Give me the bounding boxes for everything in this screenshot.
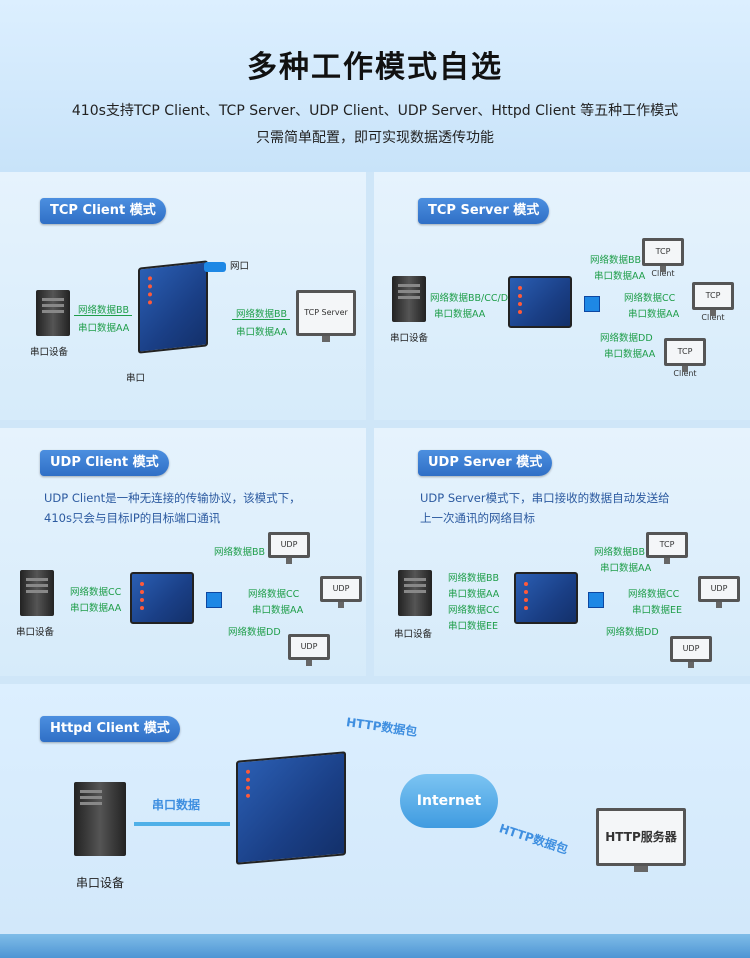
serial-device-label: 串口设备 [16, 627, 55, 638]
serial-device-icon [392, 276, 426, 322]
tcp-client-2-label: TCP Client [701, 291, 725, 322]
udp-client-desc-1: UDP Client是一种无连接的传输协议，该模式下， [44, 491, 301, 505]
tcp-server-monitor: TCP Server [296, 290, 356, 342]
b3-top: 网络数据DD [600, 333, 653, 344]
internet-label: Internet [416, 793, 482, 809]
udp-server-desc-2: 上一次通讯的网络目标 [420, 511, 535, 525]
tcp-server-left-top: 网络数据BB/CC/DD [430, 293, 516, 304]
tcp-client-left-aa: 串口数据AA [78, 323, 130, 334]
internet-cloud-icon: Internet [400, 774, 498, 828]
udp-server-monitor-2-label: UDP [710, 584, 728, 593]
tcp-client-3-label: TCP Client [673, 347, 697, 378]
udp-server-b2-bottom: 串口数据EE [632, 605, 683, 616]
udp-server-b1-bottom: 串口数据AA [600, 563, 652, 574]
b1-top: 网络数据BB [590, 255, 642, 266]
tcp-client-1-label: TCP Client [651, 247, 675, 278]
ethernet-port [588, 592, 604, 608]
b1-bottom: 串口数据AA [594, 271, 646, 282]
serial-data-label: 串口数据 [152, 798, 201, 812]
http-server-label: HTTP服务器 [605, 830, 677, 844]
udp-server-b2-top: 网络数据CC [628, 589, 680, 600]
udp-server-l3: 网络数据CC [448, 605, 500, 616]
udp-server-l4: 串口数据EE [448, 621, 499, 632]
udp-server-monitor-3: UDP [670, 636, 712, 668]
udp-client-b1: 网络数据BB [214, 547, 266, 558]
tcp-server-label: TCP Server [304, 308, 348, 317]
tcp-client-monitor-3: TCP Client [664, 338, 706, 378]
rs232-ethernet-device [130, 572, 194, 624]
udp-monitor-2: UDP [320, 576, 362, 608]
tcp-client-right-bb: 网络数据BB [236, 309, 288, 320]
net-port-label: 网口 [230, 261, 250, 272]
serial-device-icon [36, 290, 70, 336]
serial-port-label: 串口 [126, 373, 146, 384]
udp-client-b2-top: 网络数据CC [248, 589, 300, 600]
udp-server-tag: UDP Server 模式 [418, 450, 553, 476]
udp-monitor-1: UDP [268, 532, 310, 564]
serial-device-icon [74, 782, 126, 856]
udp-monitor-2-label: UDP [332, 584, 350, 593]
udp-server-l2: 串口数据AA [448, 589, 500, 600]
udp-client-b2-bottom: 串口数据AA [252, 605, 304, 616]
udp-client-tag: UDP Client 模式 [40, 450, 169, 476]
tcp-client-monitor-1: TCP Client [642, 238, 684, 278]
tcp-server-panel: TCP Server 模式 串口设备 网络数据BB/CC/DD 串口数据AA 网… [374, 172, 750, 420]
serial-device-label: 串口设备 [394, 629, 433, 640]
http-packet-label-1: HTTP数据包 [345, 715, 419, 739]
udp-server-b1-top: 网络数据BB [594, 547, 646, 558]
udp-client-panel: UDP Client 模式 UDP Client是一种无连接的传输协议，该模式下… [0, 428, 366, 676]
udp-client-left-top: 网络数据CC [70, 587, 122, 598]
rs232-ethernet-device [236, 751, 346, 865]
udp-server-monitor-1-label: TCP [659, 540, 675, 549]
udp-server-monitor-1: TCP [646, 532, 688, 564]
udp-client-left-bottom: 串口数据AA [70, 603, 122, 614]
udp-server-b3: 网络数据DD [606, 627, 659, 638]
udp-server-monitor-2: UDP [698, 576, 740, 608]
serial-device-icon [398, 570, 432, 616]
tcp-client-left-bb: 网络数据BB [78, 305, 130, 316]
tcp-client-right-aa: 串口数据AA [236, 327, 288, 338]
ethernet-port [206, 592, 222, 608]
tcp-client-tag: TCP Client 模式 [40, 198, 166, 224]
page-title: 多种工作模式自选 [247, 50, 503, 85]
serial-device-label: 串口设备 [390, 333, 429, 344]
serial-device-label: 串口设备 [30, 347, 69, 358]
subtitle-line-2: 只需简单配置，即可实现数据透传功能 [256, 130, 494, 146]
udp-server-desc-1: UDP Server模式下，串口接收的数据自动发送给 [420, 491, 670, 505]
tcp-server-left-bottom: 串口数据AA [434, 309, 486, 320]
http-server-monitor: HTTP服务器 [596, 808, 686, 872]
tcp-client-right-line [232, 319, 290, 320]
ethernet-port [584, 296, 600, 312]
serial-device-label: 串口设备 [76, 876, 125, 890]
tcp-client-panel: TCP Client 模式 串口设备 网络数据BB 串口数据AA 网口 串口 网… [0, 172, 366, 420]
httpd-client-panel: Httpd Client 模式 串口设备 串口数据 HTTP数据包 Intern… [0, 684, 750, 934]
b2-bottom: 串口数据AA [628, 309, 680, 320]
header: 多种工作模式自选 410s支持TCP Client、TCP Server、UDP… [0, 0, 750, 172]
udp-server-l1: 网络数据BB [448, 573, 500, 584]
udp-monitor-1-label: UDP [280, 540, 298, 549]
http-packet-label-2: HTTP数据包 [497, 821, 570, 857]
tcp-client-left-line [74, 315, 132, 316]
subtitle-line-1: 410s支持TCP Client、TCP Server、UDP Client、U… [71, 103, 679, 119]
rs232-ethernet-device [514, 572, 578, 624]
serial-data-arrow [134, 822, 230, 826]
tcp-server-tag: TCP Server 模式 [418, 198, 550, 224]
serial-device-icon [20, 570, 54, 616]
rs232-ethernet-device [508, 276, 572, 328]
rs232-ethernet-device [138, 260, 208, 354]
b2-top: 网络数据CC [624, 293, 676, 304]
bottom-bar [0, 934, 750, 958]
b3-bottom: 串口数据AA [604, 349, 656, 360]
udp-server-panel: UDP Server 模式 UDP Server模式下，串口接收的数据自动发送给… [374, 428, 750, 676]
udp-client-b3: 网络数据DD [228, 627, 281, 638]
httpd-client-tag: Httpd Client 模式 [40, 716, 180, 742]
tcp-client-monitor-2: TCP Client [692, 282, 734, 322]
udp-client-desc-2: 410s只会与目标IP的目标端口通讯 [44, 511, 221, 525]
udp-server-monitor-3-label: UDP [682, 644, 700, 653]
net-port-arrow [204, 262, 226, 272]
udp-monitor-3: UDP [288, 634, 330, 666]
udp-monitor-3-label: UDP [300, 642, 318, 651]
